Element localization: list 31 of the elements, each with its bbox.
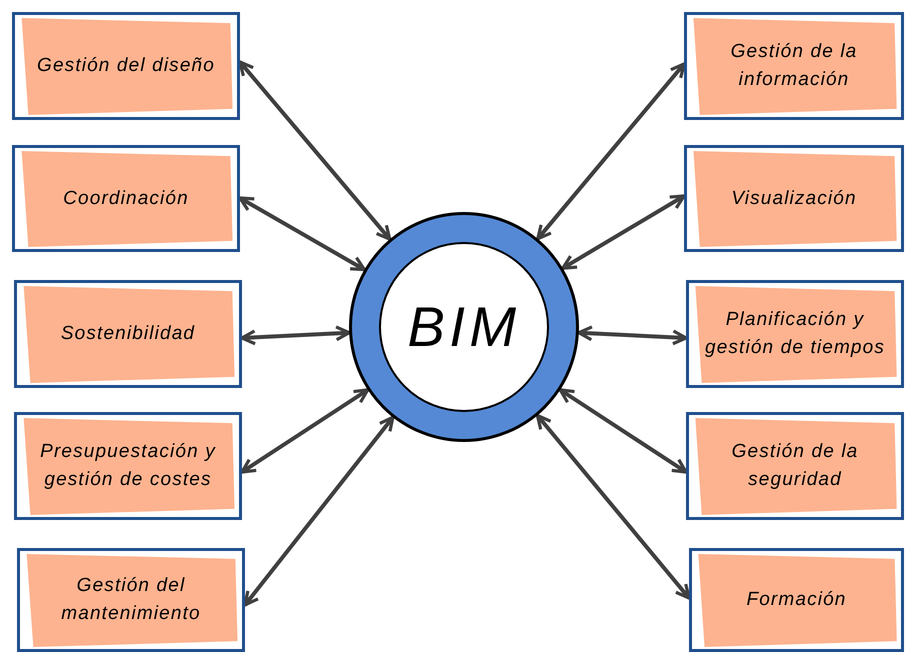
box-label: Gestión de la información [730, 40, 858, 92]
double-arrow [238, 196, 366, 272]
double-arrow [536, 414, 691, 600]
process-box [686, 412, 904, 520]
double-arrow [243, 416, 394, 607]
process-box [684, 145, 904, 252]
box-label: Gestión del mantenimiento [60, 574, 202, 626]
box-label: Planificación y gestión de tiempos [704, 308, 886, 360]
process-box [684, 12, 904, 120]
double-arrow [577, 325, 688, 346]
box-label: Visualización [731, 186, 857, 210]
box-label: Presupuestación y gestión de costes [39, 440, 217, 492]
process-box [14, 280, 242, 388]
process-box [17, 548, 245, 652]
process-box [12, 145, 240, 252]
double-arrow [238, 60, 392, 241]
double-arrow [536, 62, 686, 240]
process-box [12, 12, 240, 120]
process-box [14, 412, 242, 520]
double-arrow [240, 325, 351, 346]
double-arrow [240, 388, 370, 474]
process-box [686, 280, 904, 388]
box-label: Sostenibilidad [60, 322, 196, 346]
double-arrow [558, 388, 688, 474]
box-label: Gestión del diseño [37, 54, 215, 78]
box-label: Gestión de la seguridad [730, 440, 860, 492]
double-arrow [561, 194, 686, 270]
process-box [689, 548, 904, 652]
center-label: BIM [408, 294, 520, 360]
box-label: Coordinación [63, 186, 189, 210]
box-label: Formación [746, 588, 846, 612]
